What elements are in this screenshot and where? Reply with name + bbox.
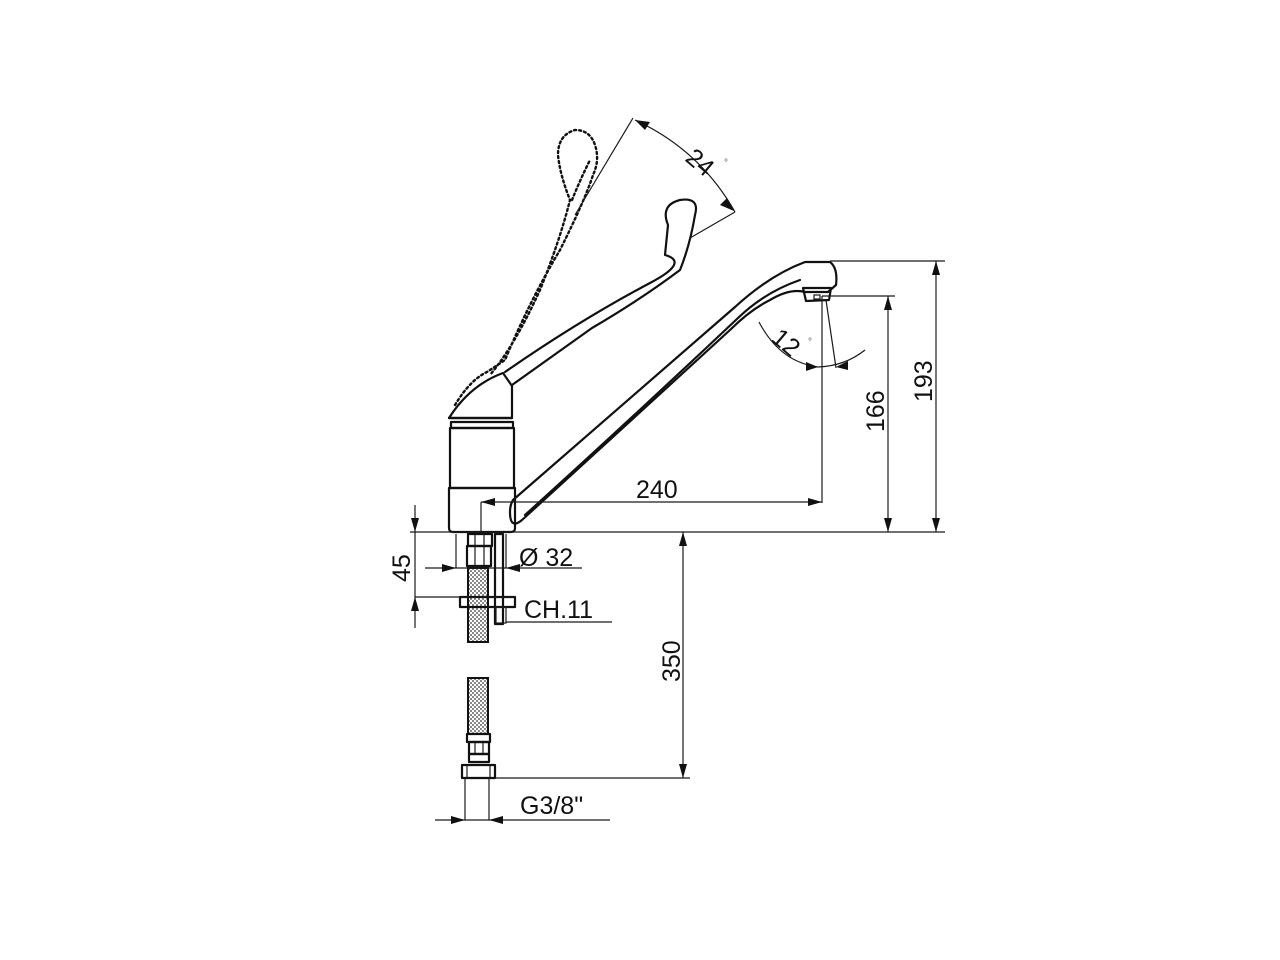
dim-spout-reach: 240 [636,476,678,504]
dimension-labels: 24 ° 12 ° 240 166 193 45 Ø 32 CH.11 350 … [388,143,938,820]
spout [508,260,838,525]
dim-shank-length: 45 [388,554,416,582]
dim-hose-thread: G3/8" [520,792,583,820]
dim-spout-angle-unit: ° [808,337,812,348]
mounting-assembly [458,532,517,820]
dim-lever-angle-unit: ° [724,158,728,169]
dim-spout-angle: 12 [766,323,805,362]
tap-body [447,371,517,534]
dim-outlet-height: 166 [862,390,890,432]
dimension-lines [410,117,945,824]
dim-lever-angle: 24 [680,143,719,182]
dim-total-height: 193 [910,360,938,402]
lever-alt-position-outline [453,128,599,407]
dim-hose-length: 350 [658,640,686,682]
dim-nut-size: CH.11 [524,596,593,624]
dim-hole-diameter: Ø 32 [519,544,573,572]
lever-handle [503,198,698,387]
